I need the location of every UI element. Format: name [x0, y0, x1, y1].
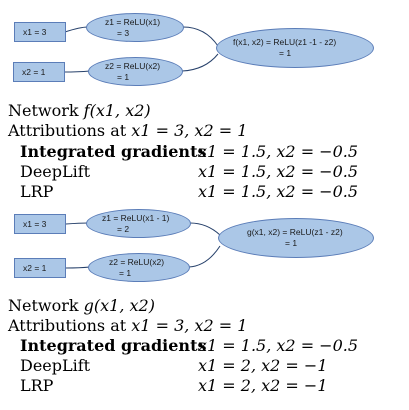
input-node-x2-g-label: x2 = 1 — [23, 263, 47, 273]
hidden-node-z2-g-formula: z2 = ReLU(x2) — [109, 257, 165, 267]
network-g-caption-prefix: Network — [8, 296, 79, 315]
input-node-x1-g: x1 = 3 — [14, 214, 66, 234]
hidden-node-z2-g: z2 = ReLU(x2) = 1 — [88, 253, 190, 282]
input-node-x2-g: x2 = 1 — [14, 258, 66, 278]
hidden-node-z2-formula: z2 = ReLU(x2) — [105, 61, 161, 71]
hidden-node-z1-value: = 3 — [117, 28, 130, 38]
network-g-value-deeplift: x1 = 2, x2 = −1 — [198, 356, 328, 375]
hidden-node-z2: z2 = ReLU(x2) = 1 — [88, 57, 183, 86]
network-f-value-lrp: x1 = 1.5, x2 = −0.5 — [198, 182, 359, 201]
output-node-f-value: = 1 — [279, 48, 292, 58]
hidden-node-z1: z1 = ReLU(x1) = 3 — [86, 13, 184, 42]
network-f-method-ig: Integrated gradients — [20, 142, 207, 161]
network-g-caption: Network g(x1, x2) — [8, 297, 155, 315]
network-g-caption-math: g(x1, x2) — [83, 296, 155, 315]
network-f-attr-prefix: Attributions at — [8, 121, 127, 140]
network-f-attr-math: x1 = 3, x2 = 1 — [131, 121, 248, 140]
network-f-method-deeplift: DeepLift — [20, 162, 91, 181]
edge-x2-z2 — [63, 70, 91, 73]
network-g-value-lrp: x1 = 2, x2 = −1 — [198, 376, 328, 395]
edge-x2-z2-g — [65, 266, 91, 269]
edge-z1-out — [182, 26, 219, 47]
network-g-method-ig: Integrated gradients — [20, 336, 207, 355]
network-g-method-lrp: LRP — [20, 376, 54, 395]
input-node-x1: x1 = 3 — [14, 22, 66, 42]
output-node-g: g(x1, x2) = ReLU(z1 - z2) = 1 — [218, 218, 374, 258]
input-node-x1-g-label: x1 = 3 — [23, 219, 47, 229]
network-f-attributions-heading: Attributions at x1 = 3, x2 = 1 — [8, 122, 247, 140]
network-f-method-lrp: LRP — [20, 182, 54, 201]
edge-x1-z1 — [64, 26, 89, 33]
hidden-node-z1-formula: z1 = ReLU(x1) — [105, 17, 161, 27]
edge-z1-out-g — [189, 222, 221, 236]
input-node-x1-label: x1 = 3 — [23, 27, 47, 37]
network-f-caption: Network f(x1, x2) — [8, 102, 151, 120]
network-f-caption-prefix: Network — [8, 101, 79, 120]
output-node-f: f(x1, x2) = ReLU(z1 -1 - z2) = 1 — [216, 28, 374, 68]
edge-z2-out-g — [188, 245, 221, 268]
network-g-method-deeplift: DeepLift — [20, 356, 91, 375]
edge-x1-z1-g — [65, 222, 89, 225]
network-g-attr-prefix: Attributions at — [8, 316, 127, 335]
hidden-node-z2-g-value: = 1 — [119, 268, 132, 278]
output-node-g-value: = 1 — [285, 238, 298, 248]
hidden-node-z1-g-value: = 2 — [117, 224, 130, 234]
output-node-f-formula: f(x1, x2) = ReLU(z1 -1 - z2) — [233, 37, 337, 47]
network-f-value-deeplift: x1 = 1.5, x2 = −0.5 — [198, 162, 359, 181]
network-f-value-ig: x1 = 1.5, x2 = −0.5 — [198, 142, 359, 161]
hidden-node-z2-value: = 1 — [117, 72, 130, 82]
network-f-caption-math: f(x1, x2) — [83, 101, 151, 120]
network-g-attr-math: x1 = 3, x2 = 1 — [131, 316, 248, 335]
hidden-node-z1-g: z1 = ReLU(x1 - 1) = 2 — [86, 209, 191, 238]
network-g-value-ig: x1 = 1.5, x2 = −0.5 — [198, 336, 359, 355]
input-node-x2-label: x2 = 1 — [22, 67, 46, 77]
input-node-x2: x2 = 1 — [13, 62, 65, 82]
network-g-attributions-heading: Attributions at x1 = 3, x2 = 1 — [8, 317, 247, 335]
hidden-node-z1-g-formula: z1 = ReLU(x1 - 1) — [102, 213, 170, 223]
output-node-g-formula: g(x1, x2) = ReLU(z1 - z2) — [247, 227, 343, 237]
edge-z2-out — [181, 53, 219, 72]
